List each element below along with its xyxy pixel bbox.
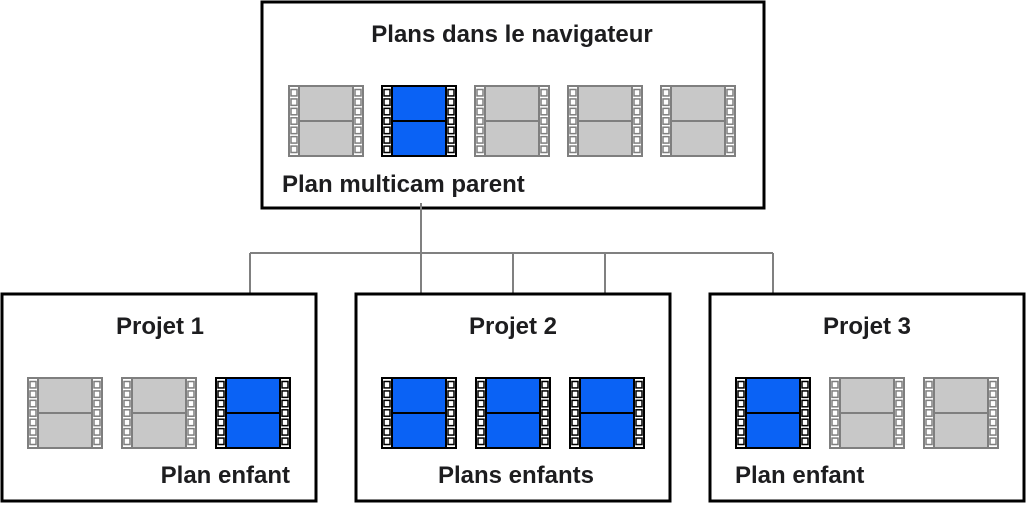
project-box-1: Projet 1 Plan enfant — [0, 292, 318, 503]
film-clip-icon — [288, 85, 364, 157]
film-clip-icon — [215, 377, 291, 449]
browser-box: Plans dans le navigateur Plan multicam p… — [260, 0, 766, 210]
film-clip-icon — [27, 377, 103, 449]
browser-title: Plans dans le navigateur — [371, 21, 652, 48]
project-box-3: Projet 3 Plan enfant — [708, 292, 1026, 503]
project-title: Projet 2 — [469, 313, 557, 340]
project-clips — [735, 377, 999, 449]
film-clip-icon — [474, 85, 550, 157]
film-clip-icon — [660, 85, 736, 157]
project-box-2: Projet 2 Plans enfants — [354, 292, 672, 503]
project-title: Projet 3 — [823, 313, 911, 340]
film-clip-icon — [381, 377, 457, 449]
film-clip-icon — [735, 377, 811, 449]
film-clip-icon — [475, 377, 551, 449]
film-clip-icon — [121, 377, 197, 449]
project-caption: Plan enfant — [161, 462, 290, 489]
film-clip-icon — [923, 377, 999, 449]
film-clip-icon — [569, 377, 645, 449]
film-clip-icon — [381, 85, 457, 157]
film-clip-icon — [829, 377, 905, 449]
project-clips — [381, 377, 645, 449]
browser-caption: Plan multicam parent — [282, 171, 525, 198]
project-clips — [27, 377, 291, 449]
project-caption: Plans enfants — [438, 462, 594, 489]
project-title: Projet 1 — [116, 313, 204, 340]
project-caption: Plan enfant — [735, 462, 864, 489]
browser-clips — [288, 85, 736, 157]
film-clip-icon — [567, 85, 643, 157]
